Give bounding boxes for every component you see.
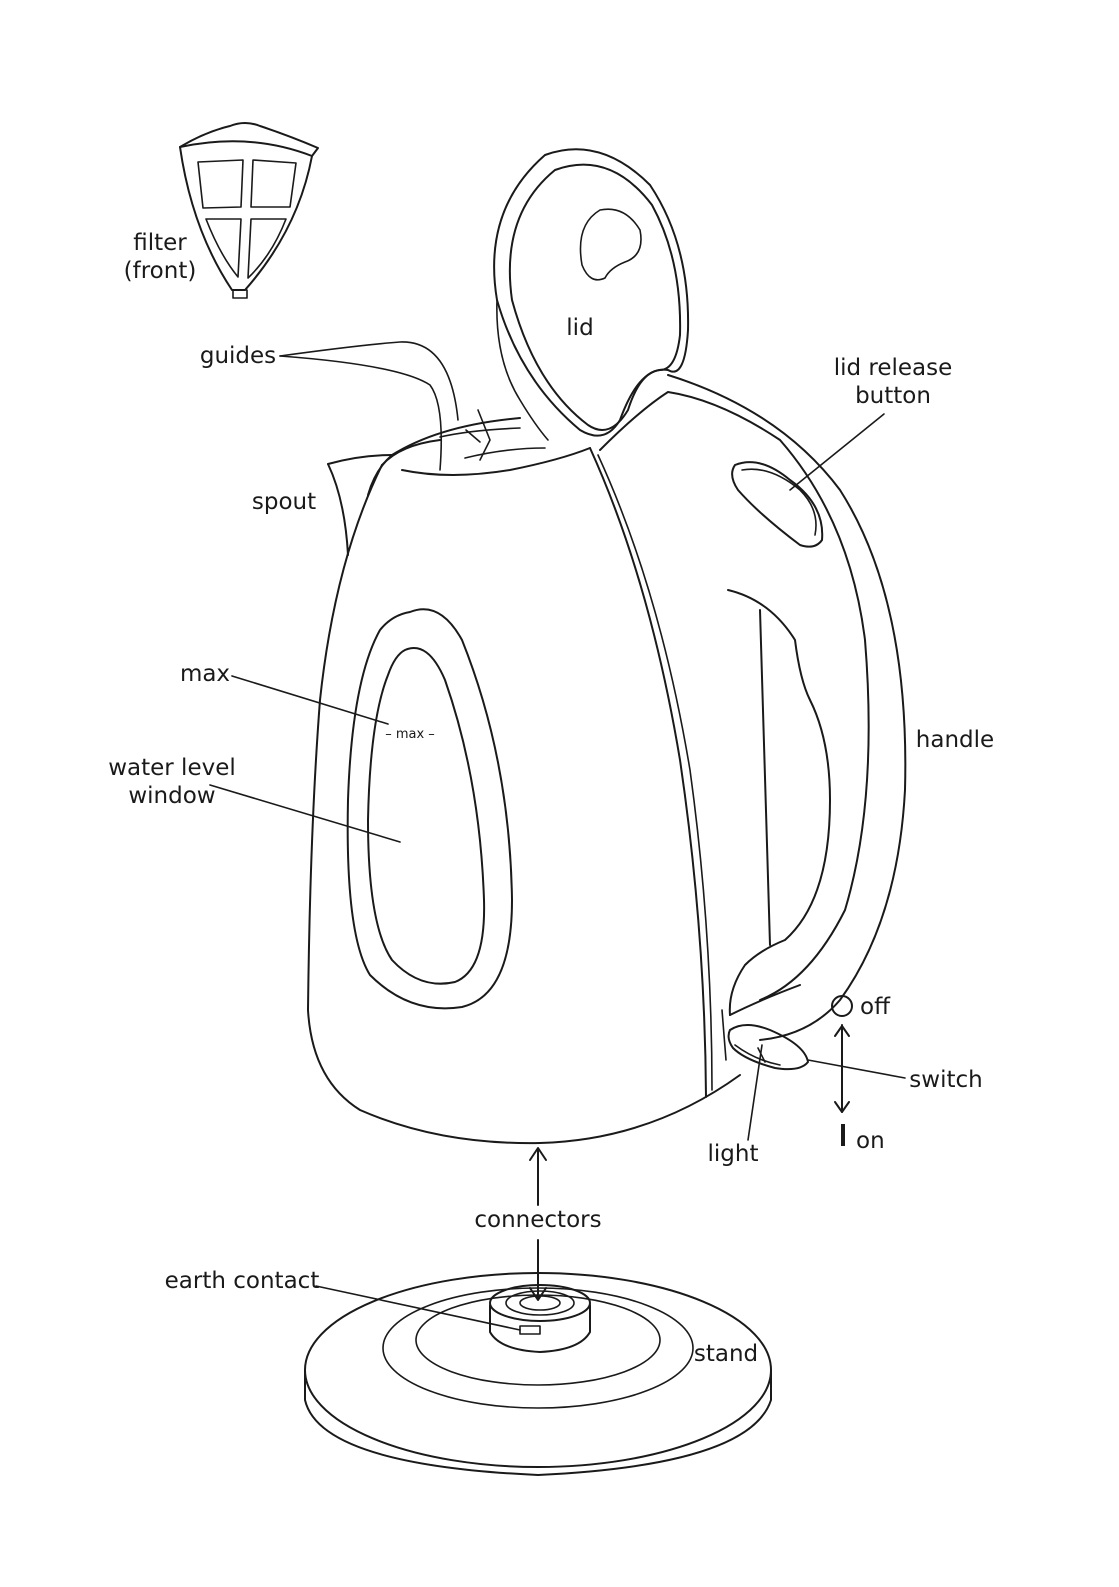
label-lid-release-line1: lid release <box>834 355 953 381</box>
label-handle: handle <box>916 727 994 753</box>
label-light: light <box>708 1141 759 1167</box>
label-lid-release-line2: button <box>855 383 931 409</box>
label-connectors: connectors <box>474 1207 601 1233</box>
label-filter-line2: (front) <box>124 258 197 284</box>
handle-drawing <box>600 375 905 1069</box>
label-filter-line1: filter <box>133 230 187 256</box>
filter-drawing <box>180 123 318 298</box>
kettle-body-drawing <box>308 418 740 1143</box>
switch-direction-arrows <box>832 996 852 1146</box>
label-lid: lid <box>566 315 593 341</box>
label-stand: stand <box>694 1341 758 1367</box>
label-max: max <box>180 661 230 687</box>
label-water-level-line2: window <box>128 783 215 809</box>
label-water-level-line1: water level <box>108 755 236 781</box>
lid-drawing <box>466 149 688 460</box>
label-spout: spout <box>252 489 316 515</box>
label-earth-contact: earth contact <box>165 1268 320 1294</box>
label-on: on <box>856 1128 885 1154</box>
label-switch: switch <box>909 1067 982 1093</box>
stand-drawing <box>305 1273 771 1475</box>
water-level-window-drawing <box>348 609 512 1008</box>
label-guides: guides <box>200 343 276 369</box>
max-mark: – max – <box>385 727 435 742</box>
label-off: off <box>860 994 891 1020</box>
